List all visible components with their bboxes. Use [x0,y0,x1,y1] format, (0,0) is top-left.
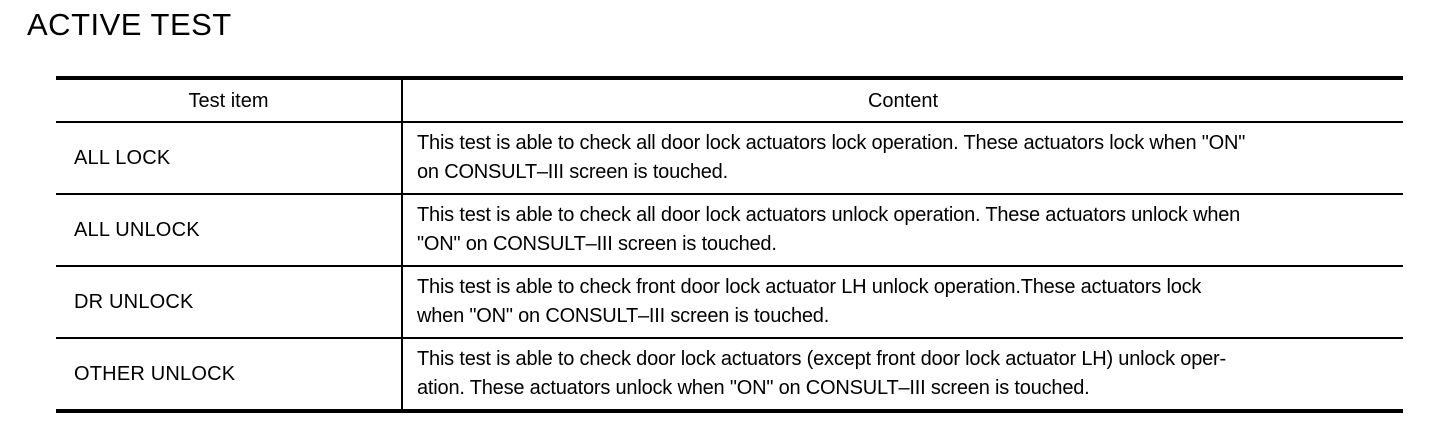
page-title: ACTIVE TEST [27,7,232,42]
test-item-label: DR UNLOCK [74,290,194,313]
column-header-test-item: Test item [56,80,403,121]
test-content-text: This test is able to check door lock act… [417,348,1226,399]
active-test-table: Test item Content ALL LOCK This test is … [56,76,1403,413]
table-row-all-unlock: ALL UNLOCK This test is able to check al… [56,195,1403,267]
table-row-dr-unlock: DR UNLOCK This test is able to check fro… [56,267,1403,339]
test-content-text: This test is able to check front door lo… [417,276,1202,327]
test-item-label: ALL LOCK [74,146,171,169]
test-item-label: ALL UNLOCK [74,218,200,241]
test-content-text: This test is able to check all door lock… [417,204,1241,255]
test-content-text: This test is able to check all door lock… [417,132,1246,183]
table-header-row: Test item Content [56,80,1403,123]
test-item-label: OTHER UNLOCK [74,362,236,385]
column-header-content: Content [867,89,939,112]
table-row-all-lock: ALL LOCK This test is able to check all … [56,123,1403,195]
table-row-other-unlock: OTHER UNLOCK This test is able to check … [56,339,1403,409]
